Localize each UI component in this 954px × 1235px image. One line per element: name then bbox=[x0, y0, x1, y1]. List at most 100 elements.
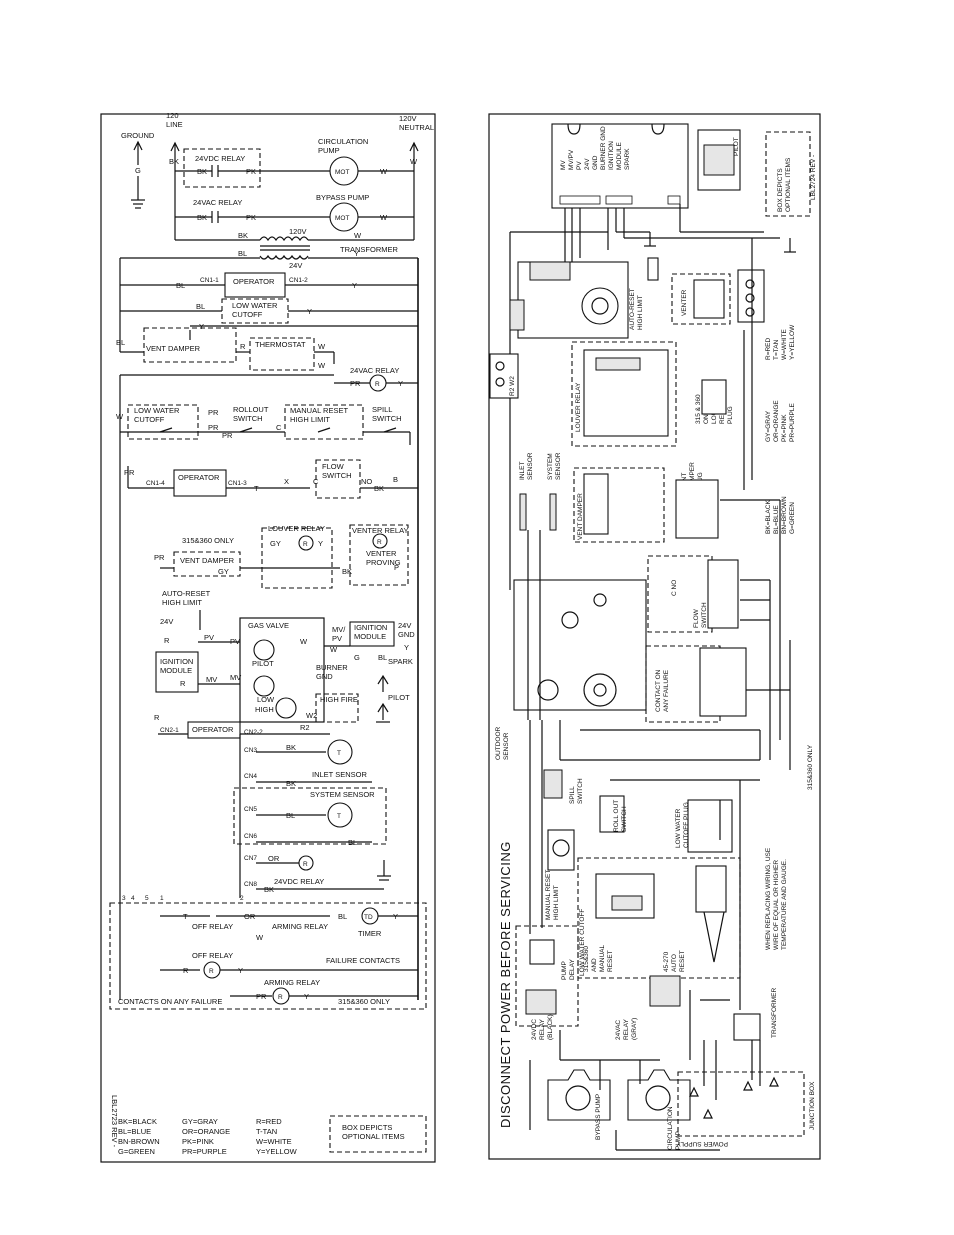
relay-24vdc-label: 24VDC RELAY bbox=[195, 154, 245, 163]
svg-text:CN6: CN6 bbox=[244, 833, 257, 840]
svg-text:2: 2 bbox=[240, 895, 244, 902]
svg-text:OR: OR bbox=[268, 854, 280, 863]
svg-text:Y: Y bbox=[404, 643, 409, 652]
svg-text:R2: R2 bbox=[300, 723, 310, 732]
svg-text:CIRCULATIONPUMP: CIRCULATIONPUMP bbox=[667, 1106, 682, 1150]
ground-symbol bbox=[131, 140, 145, 209]
svg-text:IGNITIONMODULE: IGNITIONMODULE bbox=[160, 657, 193, 675]
svg-text:R: R bbox=[375, 381, 380, 388]
svg-text:R: R bbox=[303, 541, 308, 548]
transformer-label: TRANSFORMER bbox=[340, 245, 399, 254]
pictorial-border bbox=[488, 113, 821, 1160]
svg-text:CN2-1: CN2-1 bbox=[160, 727, 179, 734]
svg-text:4: 4 bbox=[131, 895, 135, 902]
svg-text:PR: PR bbox=[350, 379, 361, 388]
right-lbl-rev: LBL2724 REV - bbox=[810, 155, 817, 200]
svg-text:OUTDOORSENSOR: OUTDOORSENSOR bbox=[495, 726, 510, 760]
left-legend-item: PR=PURPLE bbox=[182, 1147, 227, 1156]
svg-text:W: W bbox=[354, 231, 362, 240]
svg-text:IGNITIONMODULE: IGNITIONMODULE bbox=[354, 623, 387, 641]
inlet-sensor-label: INLET SENSOR bbox=[312, 770, 367, 779]
flow-switch-pictorial bbox=[647, 555, 713, 633]
svg-text:Y: Y bbox=[352, 281, 357, 290]
svg-text:C NO: C NO bbox=[671, 580, 678, 596]
right-legend-item: PR=PURPLE bbox=[789, 403, 796, 442]
svg-text:CN1-3: CN1-3 bbox=[228, 480, 247, 487]
svg-text:PV: PV bbox=[204, 633, 214, 642]
svg-text:BK: BK bbox=[264, 885, 274, 894]
svg-text:24VACRELAY(GRAY): 24VACRELAY(GRAY) bbox=[615, 1018, 638, 1040]
svg-text:BK: BK bbox=[169, 157, 179, 166]
svg-text:3: 3 bbox=[122, 895, 126, 902]
svg-text:PR: PR bbox=[154, 553, 165, 562]
svg-text:P: P bbox=[394, 563, 399, 572]
svg-text:CN7: CN7 bbox=[244, 855, 257, 862]
pump-delay-box bbox=[515, 925, 579, 1027]
svg-text:BK: BK bbox=[342, 567, 352, 576]
svg-text:R: R bbox=[183, 966, 189, 975]
svg-text:VENT DAMPER: VENT DAMPER bbox=[180, 556, 235, 565]
svg-text:BL: BL bbox=[238, 249, 247, 258]
svg-text:W: W bbox=[330, 645, 338, 654]
louver-relay-box bbox=[261, 527, 333, 589]
arming-relay-label: ARMING RELAY bbox=[272, 922, 328, 931]
svg-text:R: R bbox=[164, 636, 170, 645]
svg-text:POWER SUPPLY: POWER SUPPLY bbox=[676, 1140, 728, 1147]
svg-text:W: W bbox=[318, 361, 326, 370]
svg-text:W: W bbox=[380, 167, 388, 176]
only-315-360-bottom: 315&360 ONLY bbox=[338, 997, 390, 1006]
right-legend-item: Y=YELLOW bbox=[789, 324, 796, 360]
louver-relay-dash bbox=[571, 341, 677, 447]
svg-text:Y: Y bbox=[354, 249, 359, 258]
venter-relay-coil bbox=[372, 533, 388, 549]
svg-text:120V: 120V bbox=[289, 227, 307, 236]
svg-text:HIGH: HIGH bbox=[255, 705, 274, 714]
svg-text:TD: TD bbox=[364, 914, 373, 921]
venter-box bbox=[671, 273, 731, 325]
svg-text:PK: PK bbox=[246, 167, 256, 176]
svg-text:R: R bbox=[209, 968, 214, 975]
svg-text:GY: GY bbox=[270, 539, 281, 548]
left-legend-item: G=GREEN bbox=[118, 1147, 155, 1156]
operator-box bbox=[224, 272, 286, 298]
left-legend-item: BK=BLACK bbox=[118, 1117, 157, 1126]
timer-label: TIMER bbox=[358, 929, 382, 938]
svg-text:CN2-2: CN2-2 bbox=[244, 729, 263, 736]
relay-24vdc-coil bbox=[298, 855, 314, 871]
svg-text:5: 5 bbox=[145, 895, 149, 902]
svg-text:BL: BL bbox=[338, 912, 347, 921]
svg-text:W: W bbox=[256, 933, 264, 942]
svg-text:LOW WATER CUTOFF: LOW WATER CUTOFF bbox=[579, 909, 586, 976]
svg-text:PK: PK bbox=[246, 213, 256, 222]
only-315-360-label: 315&360 ONLY bbox=[182, 536, 234, 545]
svg-text:PILOT: PILOT bbox=[252, 659, 274, 668]
svg-text:BYPASS PUMP: BYPASS PUMP bbox=[595, 1094, 602, 1140]
system-sensor-thermistor bbox=[327, 802, 353, 828]
high-fire-label: HIGH FIRE bbox=[320, 695, 358, 704]
ignition-module-right bbox=[349, 621, 395, 647]
left-legend-item: BN-BROWN bbox=[118, 1137, 160, 1146]
relay-24vdc-box bbox=[183, 148, 261, 188]
svg-text:LOW WATERCUTOFF PLUG: LOW WATERCUTOFF PLUG bbox=[675, 802, 690, 848]
svg-text:MANUAL RESETHIGH LIMIT: MANUAL RESETHIGH LIMIT bbox=[290, 406, 348, 424]
svg-text:CONTACT ONANY FAILURE: CONTACT ONANY FAILURE bbox=[655, 669, 670, 712]
right-legend-item: GY=GRAY bbox=[765, 410, 772, 442]
right-legend-item: BN=BROWN bbox=[781, 496, 788, 534]
left-legend-item: GY=GRAY bbox=[182, 1117, 218, 1126]
svg-text:BK: BK bbox=[286, 779, 296, 788]
vent-damper-dash-box bbox=[143, 327, 237, 363]
left-legend-item: W=WHITE bbox=[256, 1137, 292, 1146]
ground-label: GROUND bbox=[121, 131, 155, 140]
svg-text:MVMV/PVPV24VGNDBURNER GNDIGNIT: MVMV/PVPV24VGNDBURNER GNDIGNITIONMODULES… bbox=[560, 126, 631, 170]
svg-text:24V: 24V bbox=[289, 261, 302, 270]
junction-box bbox=[677, 1071, 805, 1137]
svg-text:CN8: CN8 bbox=[244, 881, 257, 888]
svg-text:VENTER: VENTER bbox=[681, 289, 688, 316]
svg-text:BK: BK bbox=[238, 231, 248, 240]
svg-text:ARMING RELAY: ARMING RELAY bbox=[264, 978, 320, 987]
